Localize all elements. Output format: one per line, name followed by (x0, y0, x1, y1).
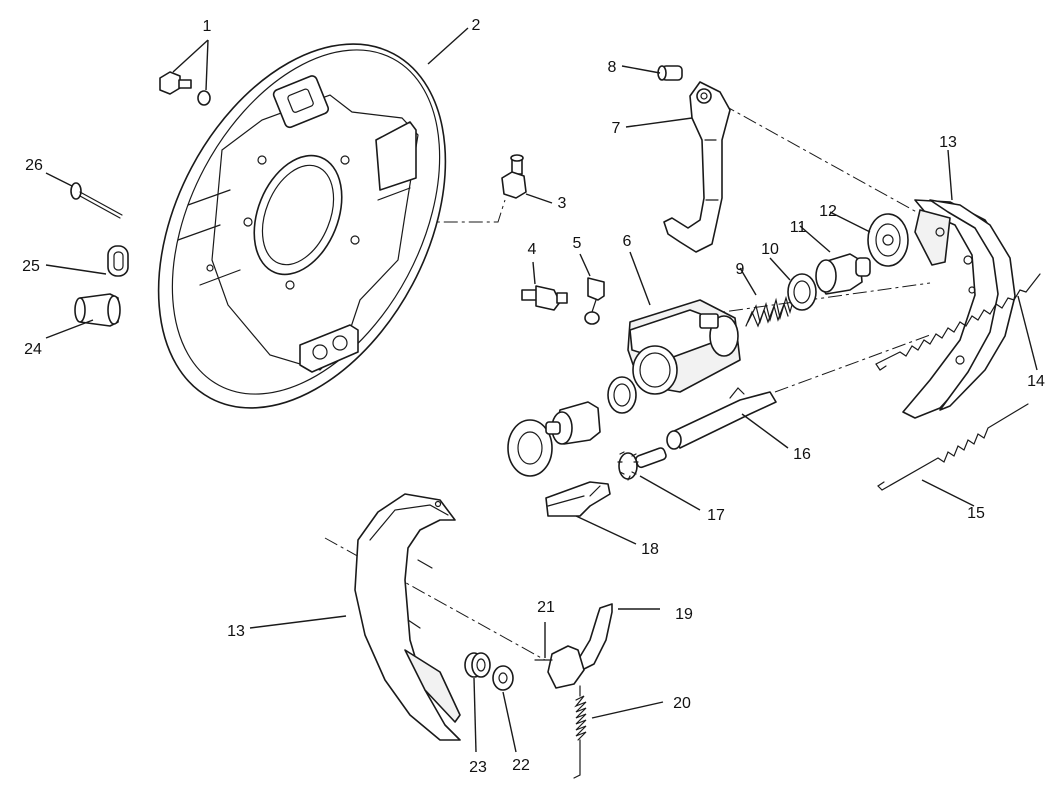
callout-23: 23 (469, 759, 487, 776)
callout-10: 10 (761, 241, 779, 258)
parking-brake-lever (663, 81, 731, 253)
piston-cup-lower (607, 376, 637, 414)
brake-shoe-right (902, 199, 1016, 419)
callout-2: 2 (472, 17, 481, 34)
dust-boot-upper (867, 213, 909, 267)
callout-19: 19 (675, 606, 693, 623)
callout-1: 1 (203, 18, 212, 35)
brake-shoe-left (354, 493, 461, 741)
piston-upper (815, 253, 871, 295)
phantom-line-adjuster (774, 334, 931, 393)
bolt-and-lockwasher (159, 71, 211, 106)
callout-12: 12 (819, 203, 837, 220)
hold-down-washer (492, 665, 514, 691)
leader-lines (45, 27, 1038, 753)
callout-17: 17 (707, 507, 725, 524)
hold-down-pin (70, 182, 123, 219)
phantom-line-top (699, 91, 941, 226)
callout-7: 7 (612, 120, 621, 137)
hold-down-spring (464, 652, 491, 678)
callout-22: 22 (512, 757, 530, 774)
bleeder-cap (584, 277, 605, 325)
callout-3: 3 (558, 195, 567, 212)
callout-4: 4 (528, 241, 537, 258)
callout-25: 25 (22, 258, 40, 275)
phantom-line-bottom (324, 537, 546, 661)
backing-plate (157, 43, 447, 409)
callout-13-right: 13 (939, 134, 957, 151)
callout-26: 26 (25, 157, 43, 174)
piston-lower (545, 401, 601, 445)
callout-16: 16 (793, 446, 811, 463)
bleeder-valve (521, 285, 568, 311)
callout-8: 8 (608, 59, 617, 76)
lever-spring (573, 685, 587, 779)
callout-20: 20 (673, 695, 691, 712)
plug-grommet (107, 245, 129, 277)
adjusting-hole-plug (74, 293, 121, 327)
lever-pivot-pin (657, 65, 683, 81)
adjuster-sleeve (666, 387, 777, 450)
callout-6: 6 (623, 233, 632, 250)
callout-9: 9 (736, 261, 745, 278)
wheel-cylinder-body (627, 299, 741, 395)
callout-21: 21 (537, 599, 555, 616)
adjuster-lever (577, 603, 613, 671)
cylinder-spring (745, 295, 795, 328)
piston-cup-upper (787, 273, 817, 311)
callout-5: 5 (573, 235, 582, 252)
callout-13-left: 13 (227, 623, 245, 640)
adjuster-spring (877, 403, 1029, 491)
callout-24: 24 (24, 341, 42, 358)
dust-boot-lower (507, 419, 553, 477)
shoe-return-spring (875, 273, 1041, 371)
adjuster-fork (545, 481, 611, 517)
bleeder-screw (501, 154, 527, 199)
callout-14: 14 (1027, 373, 1045, 390)
callout-18: 18 (641, 541, 659, 558)
adjuster-screw (617, 447, 667, 481)
callout-labels: 1 2 3 4 5 6 7 8 9 10 11 12 13 13 14 15 1… (22, 17, 1045, 776)
callout-15: 15 (967, 505, 985, 522)
callout-11: 11 (790, 219, 807, 236)
lever-pivot (534, 645, 585, 689)
